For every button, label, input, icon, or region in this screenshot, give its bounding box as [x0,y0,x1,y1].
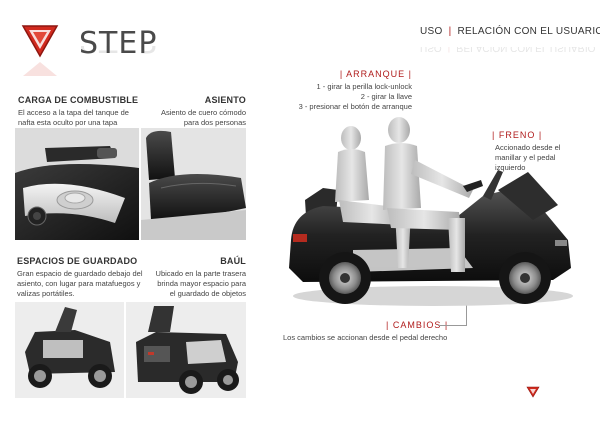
baul-text-line-3: el guardado de objetos [169,289,246,298]
arranque-steps: 1 - girar la perilla lock-unlock 2 - gir… [258,82,412,112]
header-relacion: RELACIÓN CON EL USUARIO [457,26,600,37]
asiento-text-line-2: para dos personas [183,118,246,127]
cambios-title: | CAMBIOS | [386,320,449,330]
espacios-text-line-3: valizas portátiles. [17,289,75,298]
arranque-step-3: 3 - presionar el botón de arranque [298,102,412,111]
asiento-text: Asiento de cuero cómodo para dos persona… [140,108,246,128]
espacios-title: ESPACIOS DE GUARDADO [17,256,138,266]
page-title-reflection: STEP [79,46,157,58]
baul-text-line-1: Ubicado en la parte trasera [155,269,246,278]
espacios-text-line-1: Gran espacio de guardado debajo del [17,269,143,278]
cambios-leader-line [438,325,466,326]
baul-text: Ubicado en la parte trasera brinda mayor… [140,269,246,299]
baul-text-line-2: brinda mayor espacio para [157,279,246,288]
page-title: STEP [79,26,158,61]
trunk-photo [126,302,246,398]
vehicle-illustration [283,100,578,312]
fuel-cap-photo [15,128,139,240]
arranque-step-2: 2 - girar la llave [360,92,412,101]
carga-text-line-1: El acceso a la tapa del tanque de [18,108,129,117]
cambios-text: Los cambios se accionan desde el pedal d… [283,333,448,342]
section-header-reflection: USO | RELACIÓN CON EL USUARIO [420,47,595,53]
header-separator-reflection: | [447,47,451,53]
baul-title: BAÚL [220,256,246,266]
carga-text: El acceso a la tapa del tanque de nafta … [18,108,158,128]
header-separator: | [448,26,452,37]
brand-logo-reflection [23,62,57,76]
footer-logo-icon [526,386,540,398]
header-uso: USO [420,26,443,37]
header-uso-reflection: USO [420,47,442,53]
brand-logo-icon [21,25,59,58]
header-relacion-reflection: RELACIÓN CON EL USUARIO [456,47,596,53]
espacios-text-line-2: asiento, con lugar para matafuegos y [17,279,141,288]
storage-photo [15,302,124,398]
asiento-text-line-1: Asiento de cuero cómodo [160,108,246,117]
freno-text: Accionado desde el manillar y el pedal i… [495,143,585,173]
freno-text-line-3: izquierdo [495,163,526,172]
carga-text-line-2: nafta esta oculto por una tapa [18,118,118,127]
espacios-text: Gran espacio de guardado debajo del asie… [17,269,157,299]
asiento-title: ASIENTO [204,95,246,105]
carga-title: CARGA DE COMBUSTIBLE [18,95,139,105]
cambios-leader-vertical [466,300,467,326]
arranque-step-1: 1 - girar la perilla lock-unlock [316,82,412,91]
freno-title: | FRENO | [492,130,543,140]
freno-text-line-2: manillar y el pedal [495,153,556,162]
freno-text-line-1: Accionado desde el [495,143,561,152]
arranque-title: | ARRANQUE | [339,69,412,79]
seat-photo [141,128,246,240]
section-header: USO | RELACIÓN CON EL USUARIO [420,26,600,37]
